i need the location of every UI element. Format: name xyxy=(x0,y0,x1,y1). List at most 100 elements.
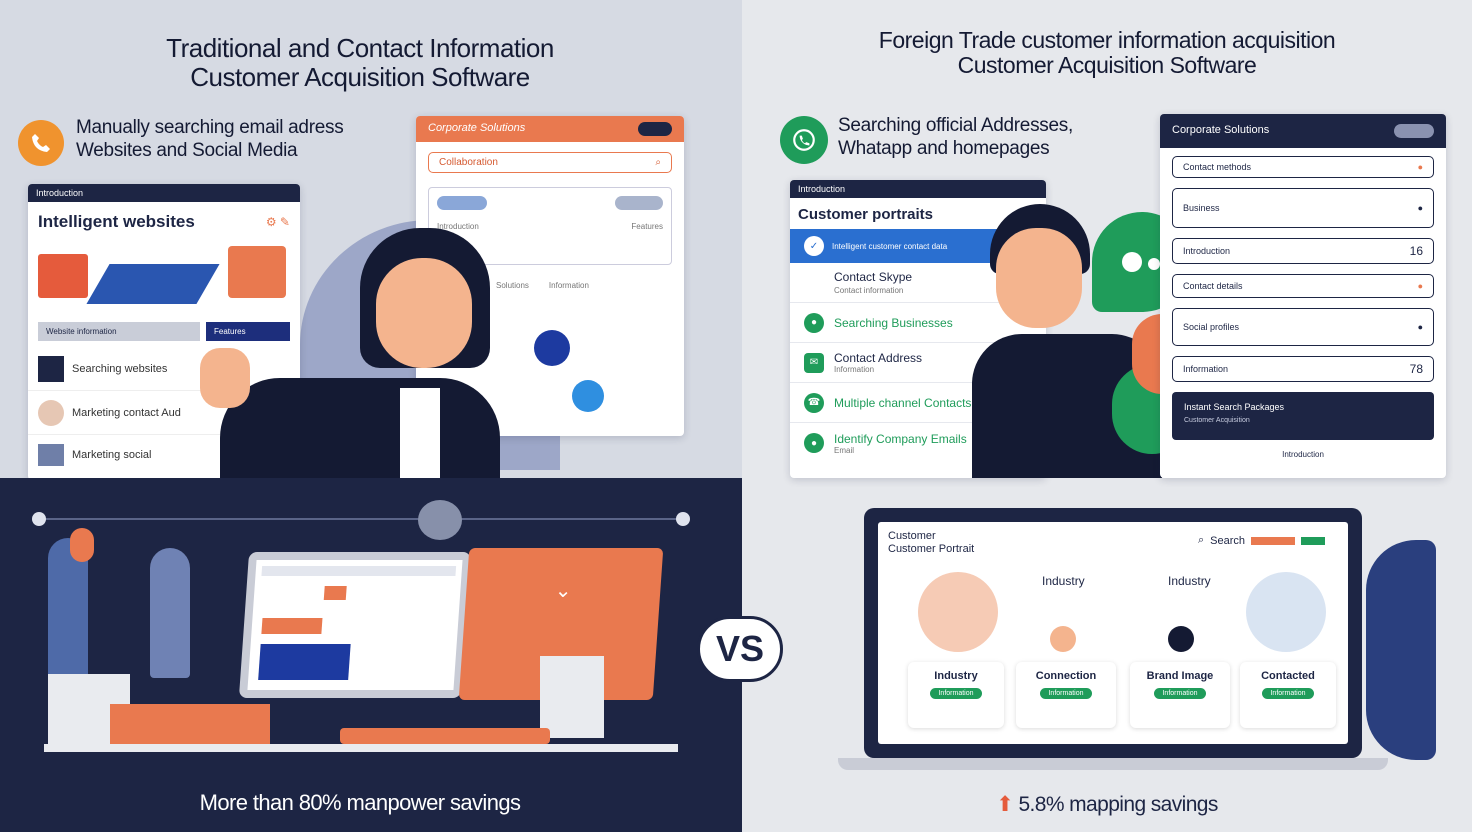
plant-illustration xyxy=(150,548,190,678)
industry-label-right: Industry xyxy=(1168,574,1211,588)
meta-item: Information xyxy=(548,281,589,290)
divider xyxy=(36,518,686,520)
chat-icon: ● xyxy=(804,433,824,453)
books-illustration xyxy=(110,704,270,744)
instant-search-button[interactable]: Instant Search Packages Customer Acquisi… xyxy=(1172,392,1434,440)
portraits-card-title: Customer portraits xyxy=(798,206,934,223)
chat-icon xyxy=(38,254,88,298)
card-footer: Introduction xyxy=(1282,450,1324,459)
keyboard-illustration xyxy=(340,728,550,744)
dot-icon: ● xyxy=(1417,281,1423,291)
location-icon: ● xyxy=(804,312,824,333)
search-card-header: Corporate Solutions xyxy=(416,116,684,142)
laptop-illustration: Customer Customer Portrait ⌕ Search Indu… xyxy=(864,508,1362,758)
vs-badge: VS xyxy=(697,616,783,682)
toggle-icon[interactable] xyxy=(638,122,672,136)
profile-card[interactable]: Contacted Information xyxy=(1240,662,1336,728)
corporate-solutions-card: Corporate Solutions Contact methods● Bus… xyxy=(1160,114,1446,478)
profile-card[interactable]: Industry Information xyxy=(908,662,1004,728)
avatar xyxy=(1050,626,1076,652)
decor-circle xyxy=(572,380,604,412)
info-panel: Introduction Features xyxy=(428,187,672,265)
decor-circle xyxy=(418,500,462,540)
avatar xyxy=(1168,626,1194,652)
phone-icon: ☎ xyxy=(804,392,824,413)
solutions-card-header: Corporate Solutions xyxy=(1160,114,1446,148)
phone-icon xyxy=(18,120,64,166)
image-icon xyxy=(38,444,64,466)
list-item[interactable]: Searching websites xyxy=(28,347,300,391)
websites-card-title: Intelligent websites xyxy=(38,212,195,231)
list-item[interactable]: ● Searching Businesses xyxy=(790,303,1046,343)
left-bottom-panel: ⌄ More than 80% manpower savings xyxy=(0,478,742,832)
laptop-search[interactable]: ⌕ Search xyxy=(1198,534,1326,547)
settings-icon[interactable]: ⚙ ✎ xyxy=(265,215,290,229)
left-title: Traditional and Contact Information Cust… xyxy=(166,33,554,92)
desk-illustration xyxy=(44,744,678,752)
websites-card: Introduction Intelligent websites ⚙ ✎ We… xyxy=(28,184,300,480)
left-feature-text: Manually searching email adress Websites… xyxy=(76,117,344,161)
websites-card-header: Introduction xyxy=(28,184,300,202)
field-contact-methods[interactable]: Contact methods● xyxy=(1172,156,1434,178)
chevron-down-icon: ⌄ xyxy=(554,580,573,602)
field-business[interactable]: Business● xyxy=(1172,188,1434,228)
avatar xyxy=(1246,572,1326,652)
search-icon: ⌕ xyxy=(1198,534,1205,546)
whatsapp-icon xyxy=(780,116,828,164)
right-caption: ⬆ 5.8% mapping savings xyxy=(996,793,1218,816)
toggle-icon[interactable] xyxy=(615,196,663,210)
laptop-base xyxy=(838,758,1388,770)
bars-icon xyxy=(38,355,64,382)
portraits-card-header: Introduction xyxy=(790,180,1046,198)
slider-handle[interactable] xyxy=(32,512,46,526)
toggle-icon[interactable] xyxy=(1394,124,1434,138)
face-shape xyxy=(376,258,472,368)
features-button[interactable]: Features xyxy=(206,322,290,341)
flower-illustration xyxy=(70,528,94,562)
user-icon: ● xyxy=(1417,322,1423,332)
list-item[interactable]: Marketing contact Aud xyxy=(28,391,300,435)
shirt-shape xyxy=(400,388,440,478)
stand-illustration xyxy=(540,656,604,738)
left-caption: More than 80% manpower savings xyxy=(199,790,521,815)
profile-card[interactable]: Brand Image Information xyxy=(1130,662,1230,728)
arrow-up-icon: ⬆ xyxy=(996,793,1014,816)
mail-icon: ✉ xyxy=(804,352,824,373)
check-icon: ✓ xyxy=(804,236,824,256)
suit-shape xyxy=(220,378,500,478)
hand-shape xyxy=(200,348,250,408)
profile-card[interactable]: Connection Information xyxy=(1016,662,1116,728)
field-social-profiles[interactable]: Social profiles● xyxy=(1172,308,1434,346)
user-icon: ● xyxy=(1417,203,1423,213)
avatar xyxy=(918,572,998,652)
list-item[interactable]: Contact Skype Contact information xyxy=(790,263,1046,303)
dot-icon: ● xyxy=(1417,162,1423,172)
right-feature-text: Searching official Addresses, Whatapp an… xyxy=(838,115,1073,159)
plant-illustration xyxy=(1366,540,1436,760)
laptop-title: Customer Customer Portrait xyxy=(888,530,975,555)
decor-circle xyxy=(534,330,570,366)
list-item[interactable]: ☎ Multiple channel Contacts xyxy=(790,383,1046,423)
meta-item: Solutions xyxy=(496,281,529,290)
businessman-illustration xyxy=(972,204,1202,478)
search-icon: ⌕ xyxy=(655,157,661,168)
search-input[interactable]: Collaboration ⌕ xyxy=(428,152,672,173)
image-icon xyxy=(228,246,286,298)
industry-label-left: Industry xyxy=(1042,574,1085,588)
left-panel: Traditional and Contact Information Cust… xyxy=(0,0,742,480)
right-title: Foreign Trade customer information acqui… xyxy=(878,27,1336,78)
slider-handle[interactable] xyxy=(676,512,690,526)
monitor-illustration xyxy=(238,552,472,698)
website-info-field[interactable]: Website information xyxy=(38,322,200,341)
right-panel: Foreign Trade customer information acqui… xyxy=(742,0,1472,832)
toggle-icon[interactable] xyxy=(437,196,487,210)
field-contact-details[interactable]: Contact details● xyxy=(1172,274,1434,298)
list-item[interactable]: Marketing social xyxy=(28,435,300,475)
websites-card-illustration xyxy=(28,238,300,316)
face-shape xyxy=(996,228,1082,328)
businesswoman-illustration xyxy=(200,228,500,478)
